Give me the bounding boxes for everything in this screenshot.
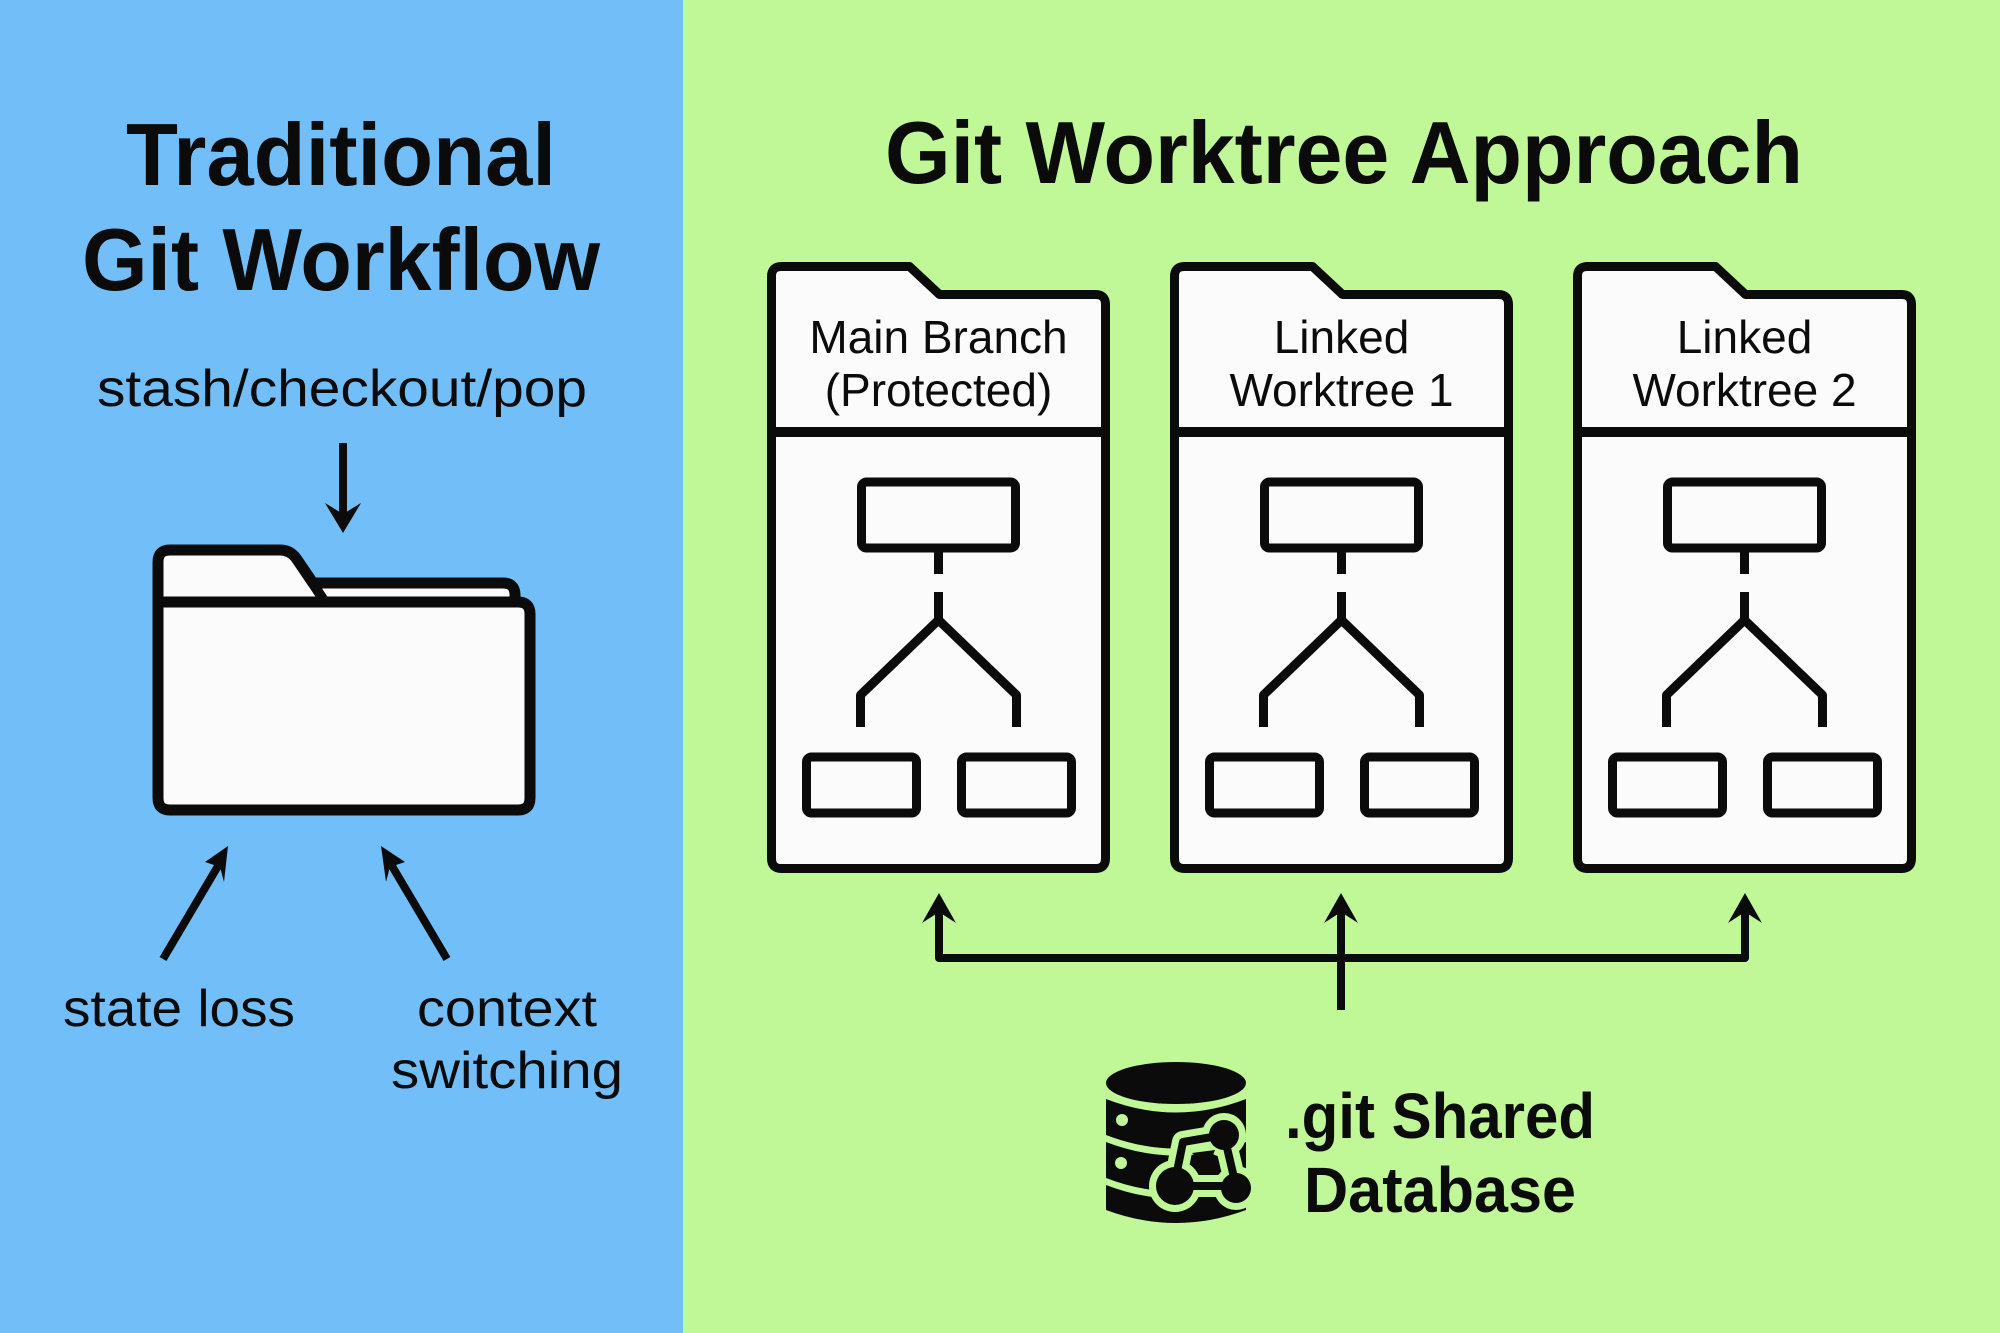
worktree-label-line1: Linked [1274,311,1410,363]
worktree-label-line2: Worktree 1 [1229,364,1453,416]
left-panel: Traditional Git Workflow stash/checkout/… [63,105,623,1100]
left-title-line2: Git Workflow [82,210,601,309]
worktree-label-line2: Worktree 2 [1632,364,1856,416]
right-panel: Git Worktree Approach Main Branch(Protec… [767,103,1916,1226]
worktree-label-line1: Linked [1677,311,1813,363]
context-switching-arrow-icon [381,846,451,962]
worktree-folder: Main Branch(Protected) [767,262,1110,873]
down-arrow-icon [325,443,361,533]
folder-icon [152,544,536,816]
problem-label-state-loss: state loss [63,980,295,1038]
left-title-line1: Traditional [126,105,556,204]
state-loss-arrow-icon [159,846,228,962]
worktree-label-line1: Main Branch [809,311,1067,363]
arrowhead-icon [1728,893,1762,923]
arrowhead-icon [922,893,956,923]
command-label: stash/checkout/pop [97,360,587,418]
right-title: Git Worktree Approach [885,103,1803,202]
arrowhead-icon [1324,893,1358,923]
branch-tree-icon [802,477,1076,818]
problem-label-switching: switching [391,1042,623,1100]
branch-tree-icon [1205,477,1479,818]
database-label-line1: .git Shared [1285,1080,1595,1152]
shared-connector-arrows [922,893,1762,1010]
database-label-line2: Database [1304,1154,1576,1226]
database-git-icon [1106,1062,1258,1223]
problem-label-context: context [417,980,598,1038]
branch-tree-icon [1608,477,1882,818]
worktree-label-line2: (Protected) [825,364,1053,416]
